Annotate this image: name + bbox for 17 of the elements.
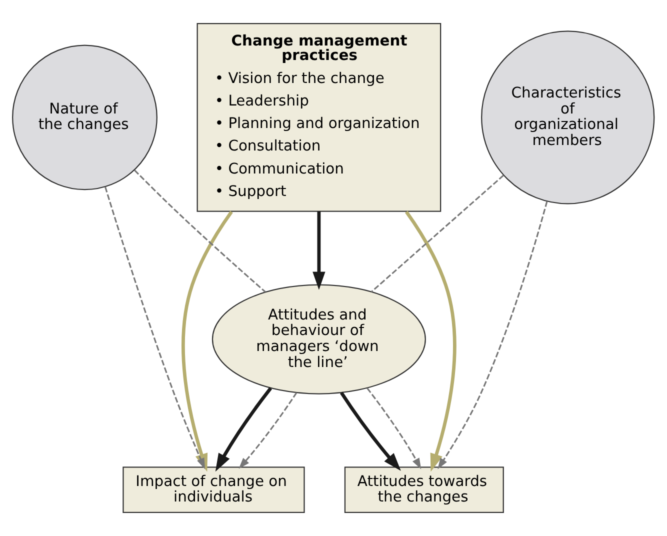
node-box: Change management practices • Vision for the change • Leadership • Planning and organization • Consultation • Communication • Support bbox=[196, 22, 442, 212]
node-circle: Characteristics of organizational members bbox=[481, 30, 655, 204]
arrow bbox=[238, 392, 298, 469]
node-box: Impact of change on individuals bbox=[122, 466, 305, 514]
arrow bbox=[182, 210, 233, 472]
node-circle: Nature of the changes bbox=[12, 44, 158, 190]
arrow bbox=[340, 392, 401, 471]
node-ellipse: Attitudes and behaviour of managers ‘down the line’ bbox=[212, 284, 426, 394]
node-box: Attitudes towards the changes bbox=[344, 466, 504, 514]
connector bbox=[134, 170, 266, 293]
arrow bbox=[215, 387, 272, 472]
arrow bbox=[438, 201, 548, 470]
arrow bbox=[104, 186, 206, 470]
arrow bbox=[366, 388, 422, 470]
arrow bbox=[312, 211, 326, 290]
arrow bbox=[404, 210, 456, 472]
connector bbox=[370, 174, 504, 292]
